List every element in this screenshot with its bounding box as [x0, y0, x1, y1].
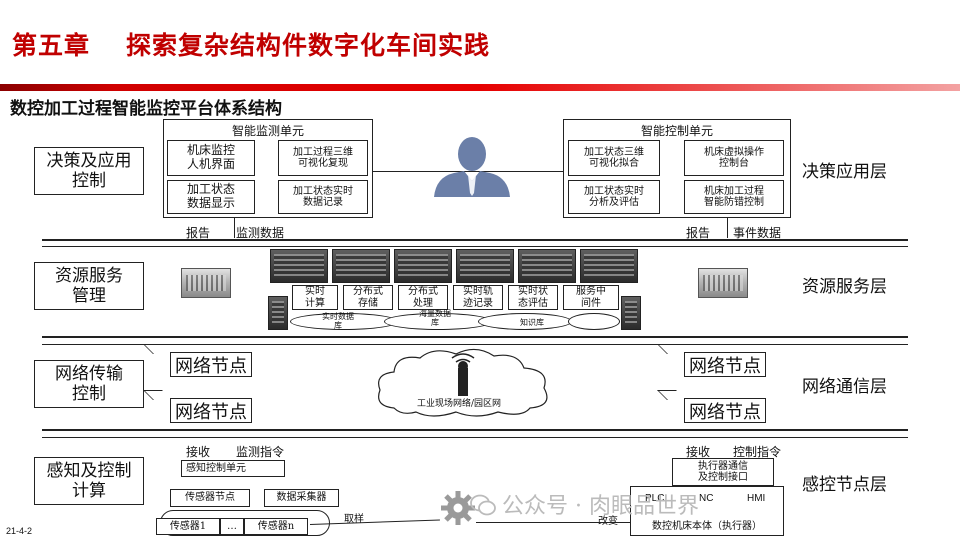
separator-line: [42, 429, 908, 431]
side-label-network: 网络传输 控制: [34, 360, 144, 408]
flow-label-monitor-data: 监测数据: [236, 224, 284, 241]
network-node-label: 网络节点: [175, 398, 247, 424]
service-distributed-processing: 分布式 处理: [398, 285, 448, 310]
flow-label-receive-left: 接收: [186, 443, 210, 460]
side-label-sensing: 感知及控制 计算: [34, 457, 144, 505]
control-cell-virtual-console: 机床虚拟操作 控制台: [684, 140, 784, 176]
service-state-evaluation: 实时状 态评估: [508, 285, 558, 310]
network-node-label: 网络节点: [689, 398, 761, 424]
network-node-bottom-left: 网络节点: [170, 398, 252, 423]
chapter-title: 第五章 探索复杂结构件数字化车间实践: [12, 26, 490, 62]
layer-label-resource: 资源服务层: [802, 272, 887, 297]
sensor-n-box: 传感器n: [244, 518, 308, 535]
database-knowledge-label: 知识库: [520, 317, 544, 328]
control-cell-error-proof: 机床加工过程 智能防错控制: [684, 180, 784, 214]
flow-label-report-left: 报告: [186, 224, 210, 241]
server-icon-left: [181, 268, 231, 298]
connector-line: [234, 218, 235, 238]
server-rack-icon: [270, 249, 328, 283]
network-node-bottom-right: 网络节点: [684, 398, 766, 423]
server-rack-icon: [394, 249, 452, 283]
server-rack-icon: [332, 249, 390, 283]
monitor-cell-record: 加工状态实时 数据记录: [278, 180, 368, 214]
change-line: [476, 522, 630, 523]
nc-label: NC: [699, 493, 713, 504]
network-node-top-left: 网络节点: [170, 352, 252, 377]
diagram-title: 数控加工过程智能监控平台体系结构: [10, 94, 282, 119]
flow-label-monitor-command: 监测指令: [236, 443, 284, 460]
layer-label-network: 网络通信层: [802, 372, 887, 397]
side-label-resource: 资源服务 管理: [34, 262, 144, 310]
tower-server-icon: [268, 296, 288, 330]
layer-label-decision: 决策应用层: [802, 157, 887, 182]
server-rack-icon: [518, 249, 576, 283]
database-massive-label: 海量数据 库: [419, 310, 451, 328]
monitor-unit: 智能监测单元 机床监控 人机界面 加工过程三维 可视化复现 加工状态 数据显示 …: [163, 119, 373, 218]
chapter-name: 探索复杂结构件数字化车间实践: [126, 31, 490, 60]
tower-server-icon: [621, 296, 641, 330]
side-label-decision: 决策及应用 控制: [34, 147, 144, 195]
title-underline: [0, 84, 960, 91]
monitor-cell-hmi: 机床监控 人机界面: [167, 140, 255, 176]
hmi-label: HMI: [747, 493, 765, 504]
footer-date: 21-4-2: [6, 526, 32, 536]
control-cell-analysis: 加工状态实时 分析及评估: [568, 180, 660, 214]
sensor-ellipsis-box: …: [220, 518, 244, 535]
separator-line: [42, 336, 908, 338]
monitor-unit-title: 智能监测单元: [164, 122, 372, 139]
monitor-cell-display: 加工状态 数据显示: [167, 180, 255, 214]
connector-line: [727, 218, 728, 238]
user-avatar-icon: [430, 135, 514, 199]
network-node-label: 网络节点: [689, 352, 761, 378]
chapter-number: 第五章: [12, 31, 90, 60]
sensor-1-box: 传感器1: [156, 518, 220, 535]
flow-label-report-right: 报告: [686, 224, 710, 241]
service-trajectory-record: 实时轨 迹记录: [453, 285, 503, 310]
executor-interface-box: 执行器通信 及控制接口: [672, 458, 774, 486]
service-middleware: 服务中 间件: [563, 285, 619, 310]
database-cylinder-icon: [568, 313, 620, 330]
server-icon-right: [698, 268, 748, 298]
control-unit-title: 智能控制单元: [564, 122, 790, 139]
flow-label-event-data: 事件数据: [733, 224, 781, 241]
database-realtime-label: 实时数据 库: [322, 313, 354, 331]
separator-line: [42, 437, 908, 438]
sensing-control-unit: 感知控制单元: [181, 460, 285, 477]
watermark: 公众号 · 肉眼品世界: [470, 488, 699, 520]
separator-line: [42, 344, 908, 345]
cloud-network-label: 工业现场网络/园区网: [417, 396, 501, 409]
separator-line: [42, 246, 908, 247]
control-unit: 智能控制单元 加工状态三维 可视化拟合 机床虚拟操作 控制台 加工状态实时 分析…: [563, 119, 791, 218]
control-cell-3d-fit: 加工状态三维 可视化拟合: [568, 140, 660, 176]
wechat-icon: [470, 494, 496, 516]
watermark-text: 公众号 · 肉眼品世界: [502, 494, 699, 519]
data-collector-box: 数据采集器: [264, 489, 339, 507]
layer-label-sensing: 感控节点层: [802, 470, 887, 495]
monitor-cell-3d-replay: 加工过程三维 可视化复现: [278, 140, 368, 176]
network-node-label: 网络节点: [175, 352, 247, 378]
sensor-node-box: 传感器节点: [170, 489, 250, 507]
server-rack-icon: [456, 249, 514, 283]
service-distributed-storage: 分布式 存储: [343, 285, 393, 310]
service-realtime-compute: 实时 计算: [292, 285, 338, 310]
network-node-top-right: 网络节点: [684, 352, 766, 377]
server-rack-icon: [580, 249, 638, 283]
